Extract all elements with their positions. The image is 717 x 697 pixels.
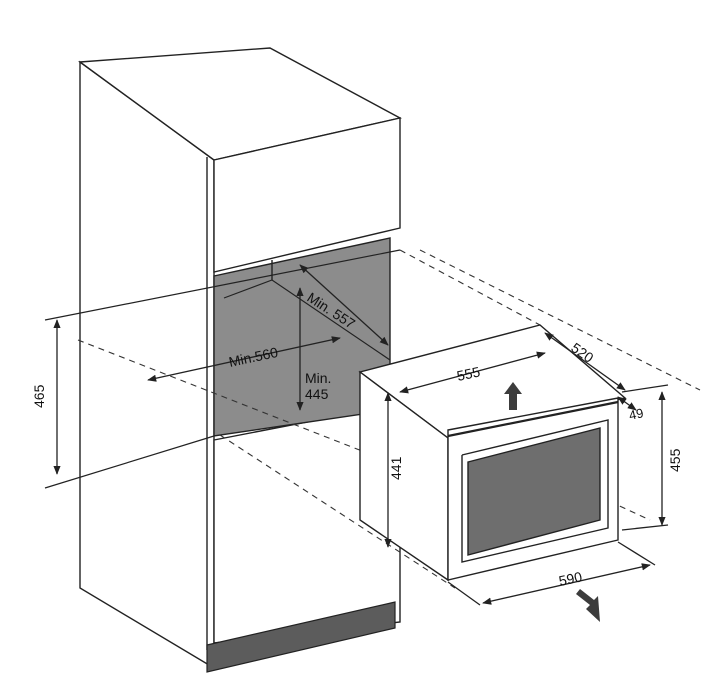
label-niche-height: 465: [31, 384, 47, 408]
dim-appliance-width: [399, 351, 546, 394]
tall-cabinet: [78, 47, 402, 670]
dim-appliance-depth: [544, 332, 626, 391]
push-arrow-icon: [576, 589, 600, 622]
dim-cavity-width: [147, 336, 341, 382]
label-appliance-width: 555: [455, 363, 481, 384]
dimension-lines: [53, 264, 669, 606]
dim-front-width: [482, 563, 651, 605]
dim-cavity-depth: [299, 264, 389, 346]
label-cavity-height-line2: 445: [305, 386, 329, 402]
label-appliance-height: 441: [388, 456, 404, 480]
label-front-depth: 49: [628, 405, 645, 423]
height-reference-lines: [44, 249, 401, 489]
label-cavity-height-line1: Min.: [305, 370, 331, 386]
door-gasket: [461, 419, 609, 563]
glass-door: [467, 427, 601, 556]
label-front-height: 455: [667, 448, 683, 472]
control-strip: [447, 400, 619, 438]
dim-front-depth: [617, 396, 637, 411]
plinth: [206, 601, 396, 673]
upper-front-panel: [213, 117, 401, 273]
cabinet-side-panel: [79, 60, 215, 670]
label-front-width: 590: [557, 568, 583, 589]
